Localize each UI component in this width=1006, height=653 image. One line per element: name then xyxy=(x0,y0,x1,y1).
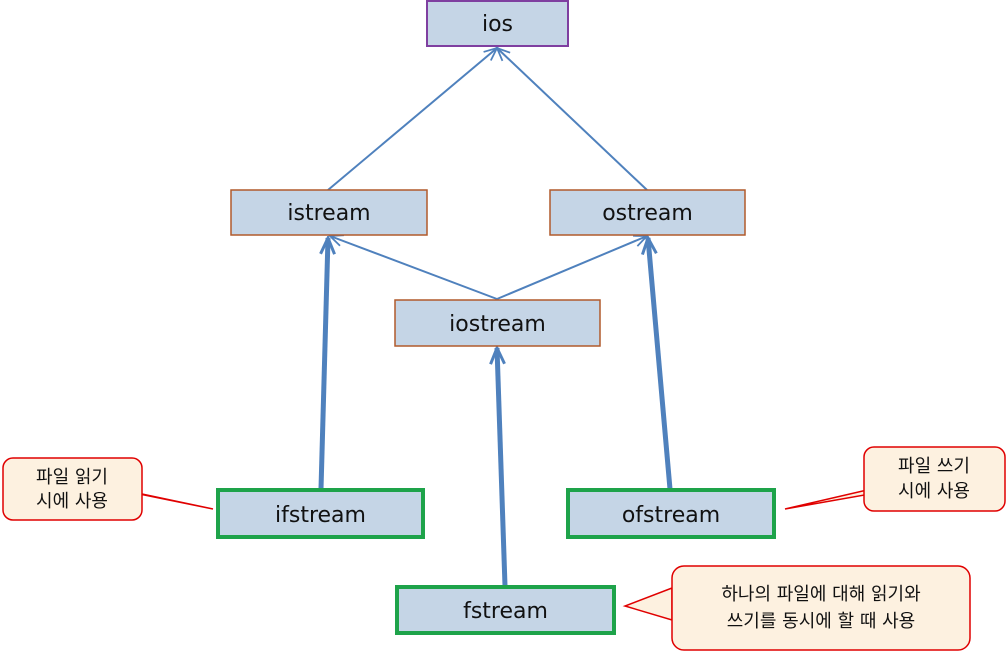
node-ios-label: ios xyxy=(482,12,513,37)
fstream-note-pointer xyxy=(622,586,673,622)
fstream-note-line1: 하나의 파일에 대해 읽기와 xyxy=(721,584,920,605)
node-ostream-label: ostream xyxy=(602,201,693,226)
arrow-istream-to-ios xyxy=(327,48,497,191)
ifstream-note: 파일 읽기 시에 사용 xyxy=(2,457,143,521)
node-iostream: iostream xyxy=(394,299,601,347)
node-fstream: fstream xyxy=(395,585,616,635)
node-ios: ios xyxy=(426,0,569,47)
ofstream-note-line2: 시에 사용 xyxy=(898,481,970,502)
node-istream-label: istream xyxy=(287,201,370,226)
node-iostream-label: iostream xyxy=(449,312,546,337)
arrow-iostream-to-istream xyxy=(330,236,498,300)
arrow-fstream-to-iostream xyxy=(497,348,508,587)
node-ifstream-label: ifstream xyxy=(275,503,366,528)
node-ofstream-label: ofstream xyxy=(622,503,720,528)
node-fstream-label: fstream xyxy=(463,599,548,624)
fstream-note-line2: 쓰기를 동시에 할 때 사용 xyxy=(727,611,916,632)
ifstream-note-line1: 파일 읽기 xyxy=(36,467,108,488)
node-ifstream: ifstream xyxy=(216,488,425,539)
node-istream: istream xyxy=(230,189,428,236)
arrow-iostream-to-ostream xyxy=(496,236,647,300)
ifstream-note-line2: 시에 사용 xyxy=(36,491,108,512)
fstream-note: 하나의 파일에 대해 읽기와 쓰기를 동시에 할 때 사용 xyxy=(671,565,971,651)
node-ostream: ostream xyxy=(549,189,746,236)
ofstream-note-line1: 파일 쓰기 xyxy=(898,456,970,477)
arrow-ofstream-to-ostream xyxy=(648,238,673,490)
ofstream-note: 파일 쓰기 시에 사용 xyxy=(863,446,1006,512)
node-ofstream: ofstream xyxy=(566,488,776,539)
arrow-ostream-to-ios xyxy=(497,48,648,191)
arrow-ifstream-to-istream xyxy=(318,238,328,490)
